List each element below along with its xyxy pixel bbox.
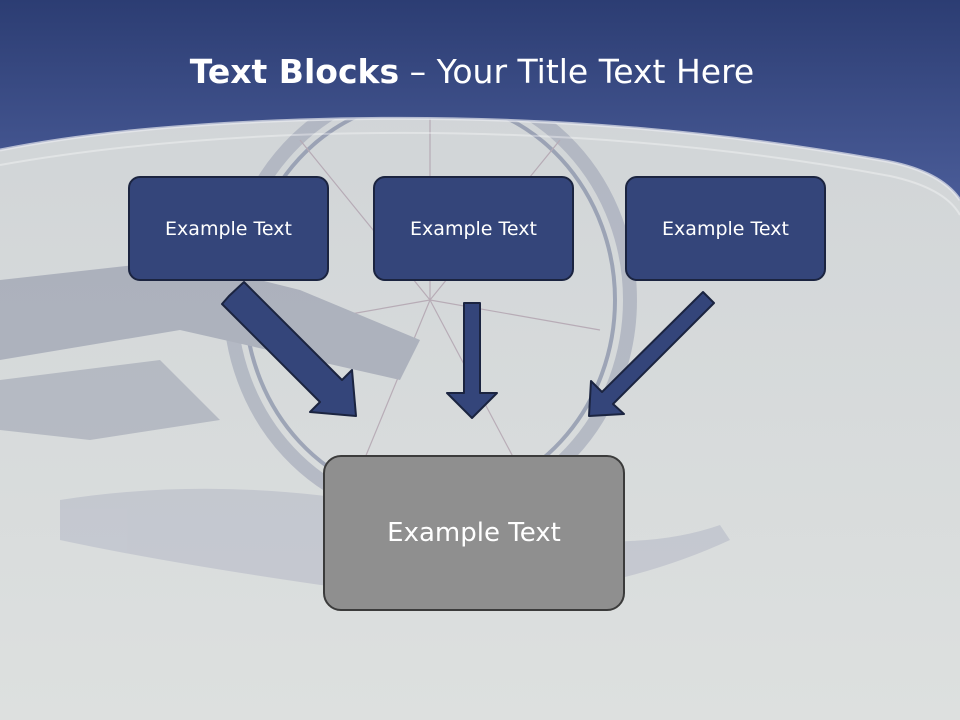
arrow-left	[221, 281, 357, 417]
arrow-middle	[446, 302, 498, 419]
title-bold-part: Text Blocks	[189, 52, 400, 91]
text-block-1: Example Text	[128, 176, 329, 281]
text-block-3: Example Text	[625, 176, 826, 281]
center-text-block: Example Text	[323, 455, 625, 611]
slide-title: Text Blocks – Your Title Text Here	[0, 52, 944, 91]
arrow-right	[588, 291, 715, 417]
title-separator: –	[399, 52, 437, 91]
text-block-2: Example Text	[373, 176, 574, 281]
title-rest-part: Your Title Text Here	[436, 52, 755, 91]
